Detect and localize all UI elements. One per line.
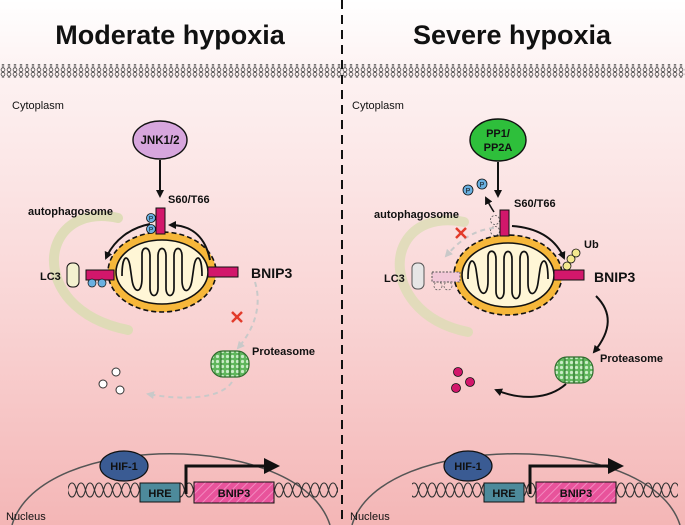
panel-moderate-hypoxia: Moderate hypoxia Cytoplasm Nucleus autop… <box>6 20 338 525</box>
phospho-symbol: P <box>480 182 485 189</box>
lc3-binding-arrow <box>104 223 151 260</box>
hif-label: HIF-1 <box>110 461 138 473</box>
mitochondrion <box>453 234 563 316</box>
pp1-label-line2: PP2A <box>484 142 513 154</box>
bnip3-right <box>553 269 585 281</box>
bnip3-top <box>499 209 510 237</box>
degradation-arrow <box>592 295 609 354</box>
proteasome <box>210 350 250 378</box>
hif-node <box>99 450 149 482</box>
bnip3-label: BNIP3 <box>251 265 292 281</box>
panel-severe-hypoxia: Severe hypoxia Cytoplasm Nucleus autopha… <box>350 20 681 525</box>
gene-box <box>193 481 275 504</box>
jnk-label: JNK1/2 <box>141 135 180 147</box>
cytoplasm-label: Cytoplasm <box>352 100 404 112</box>
degradation-arrow-blocked <box>236 281 259 350</box>
proteasome-label: Proteasome <box>600 353 663 365</box>
site-label: S60/T66 <box>514 198 556 210</box>
phospho-symbol: P <box>149 227 153 234</box>
block-x-icon <box>455 227 467 239</box>
nucleus-label: Nucleus <box>6 511 46 523</box>
pp1-ellipse <box>469 118 527 162</box>
block-x-icon <box>231 311 243 323</box>
pp1-label-line1: PP1/ <box>486 128 510 140</box>
proteasome-label: Proteasome <box>252 346 315 358</box>
translocation-arrow <box>168 221 211 261</box>
hre-label: HRE <box>492 488 515 500</box>
plasma-membrane <box>0 64 685 78</box>
jnk-node: JNK1/2 <box>132 120 188 160</box>
hif-node <box>443 450 493 482</box>
dephosphorylation-arrow <box>485 196 495 213</box>
residue-arrow <box>146 381 233 400</box>
empty-phospho-site <box>433 281 443 291</box>
ubiquitin-chain <box>562 248 581 271</box>
hre-label: HRE <box>148 488 171 500</box>
hre-box <box>139 482 181 503</box>
phospho-symbol: P <box>149 216 153 223</box>
bnip3-label: BNIP3 <box>594 269 635 285</box>
autophagosome-membrane <box>394 215 473 337</box>
nucleus-label: Nucleus <box>350 511 390 523</box>
phospho-dot <box>146 213 156 223</box>
phospho-dot <box>462 184 474 196</box>
empty-phospho-site <box>490 215 500 225</box>
phospho-dot <box>476 178 488 190</box>
gene-box <box>535 481 617 504</box>
lc3-binding-arrow-blocked <box>444 227 495 258</box>
empty-phospho-site <box>490 226 500 236</box>
cytoplasm-label: Cytoplasm <box>12 100 64 112</box>
hre-box <box>483 482 525 503</box>
bnip3-top <box>155 207 166 235</box>
phospho-dot <box>146 224 156 234</box>
panel-title: Moderate hypoxia <box>55 20 286 50</box>
autophagosome-label: autophagosome <box>28 206 113 218</box>
bnip3-right <box>207 266 239 278</box>
bnip3-left <box>85 269 115 281</box>
translocation-arrow <box>511 225 566 260</box>
transcription-arrow <box>184 458 280 494</box>
panel-title: Severe hypoxia <box>413 20 612 50</box>
autophagosome-membrane <box>49 211 133 335</box>
lc3-shape <box>66 262 80 288</box>
phospho-symbol: P <box>466 188 471 195</box>
degraded-residues <box>451 367 475 393</box>
hif-label: HIF-1 <box>454 461 482 473</box>
bnip3-left-faded <box>431 271 461 283</box>
gene-label: BNIP3 <box>560 488 592 500</box>
pp1-pp2a-node: PP1/ PP2A <box>469 118 527 162</box>
autophagosome-label: autophagosome <box>374 209 459 221</box>
lc3-label: LC3 <box>384 273 405 285</box>
phospho-dot <box>97 278 107 288</box>
site-label: S60/T66 <box>168 194 210 206</box>
degraded-residues <box>98 367 125 395</box>
proteasome <box>554 356 594 384</box>
lc3-label: LC3 <box>40 271 61 283</box>
ub-label: Ub <box>584 239 599 251</box>
transcription-arrow <box>528 458 624 494</box>
mitochondrion <box>107 231 217 313</box>
jnk-ellipse <box>132 120 188 160</box>
residue-arrow <box>494 383 567 398</box>
lc3-shape <box>411 262 425 290</box>
gene-label: BNIP3 <box>218 488 250 500</box>
empty-phospho-site <box>443 281 453 291</box>
phospho-dot <box>87 278 97 288</box>
